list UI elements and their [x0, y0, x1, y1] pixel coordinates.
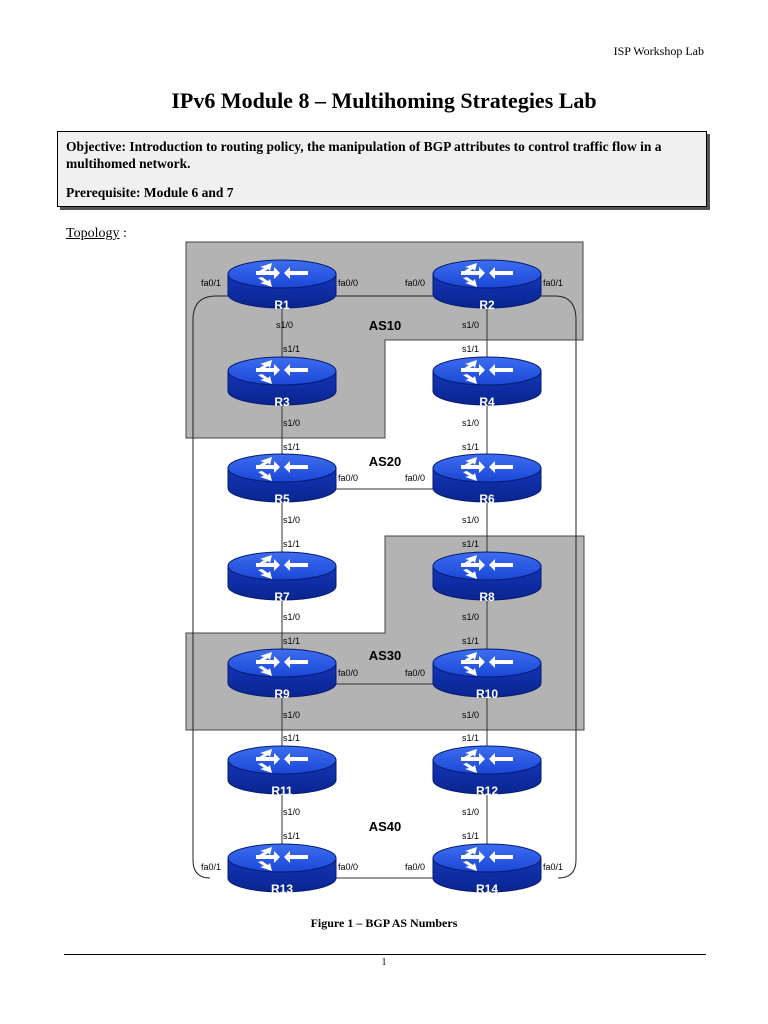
r10-fa0-0-label: fa0/0 [405, 668, 425, 678]
r5-s1-1-label: s1/1 [283, 442, 300, 452]
router-r14-label: R14 [476, 882, 498, 896]
r14-s1-1-label: s1/1 [462, 831, 479, 841]
r1-fa0-0-label: fa0/0 [338, 278, 358, 288]
router-r1-label: R1 [274, 298, 290, 312]
r6-s1-0-label: s1/0 [462, 515, 479, 525]
r13-fa0-0-label: fa0/0 [338, 862, 358, 872]
as40-label: AS40 [369, 819, 402, 834]
r8-s1-0-label: s1/0 [462, 612, 479, 622]
router-r8-label: R8 [479, 590, 495, 604]
footer-divider [64, 954, 706, 955]
page-number: 1 [381, 957, 387, 968]
router-r12-label: R12 [476, 784, 498, 798]
r5-s1-0-label: s1/0 [283, 515, 300, 525]
r6-fa0-0-label: fa0/0 [405, 473, 425, 483]
r7-s1-1-label: s1/1 [283, 539, 300, 549]
topology-label: Topology : [66, 226, 127, 242]
topology-label-suffix: : [119, 226, 127, 241]
r5-fa0-0-label: fa0/0 [338, 473, 358, 483]
r2-s1-0-label: s1/0 [462, 320, 479, 330]
r11-s1-0-label: s1/0 [283, 807, 300, 817]
as10-boundary [192, 295, 577, 340]
r1-fa0-1-label: fa0/1 [201, 278, 221, 288]
as30-label: AS30 [369, 648, 402, 663]
r6-s1-1-label: s1/1 [462, 442, 479, 452]
r3-s1-1-label: s1/1 [283, 344, 300, 354]
as20-label: AS20 [369, 454, 402, 469]
r10-s1-0-label: s1/0 [462, 710, 479, 720]
router-r4-label: R4 [479, 395, 495, 409]
r9-s1-0-label: s1/0 [283, 710, 300, 720]
r2-fa0-0-label: fa0/0 [405, 278, 425, 288]
r10-s1-1-label: s1/1 [462, 636, 479, 646]
topology-label-text: Topology [66, 226, 120, 241]
r1-s1-0-label: s1/0 [276, 320, 293, 330]
r2-fa0-1-label: fa0/1 [543, 278, 563, 288]
r8-s1-1-label: s1/1 [462, 539, 479, 549]
r4-s1-1-label: s1/1 [462, 344, 479, 354]
r9-s1-1-label: s1/1 [283, 636, 300, 646]
as10-label: AS10 [369, 318, 402, 333]
router-r13-label: R13 [271, 882, 293, 896]
objective-box: Objective: Introduction to routing polic… [57, 131, 707, 207]
r9-fa0-0-label: fa0/0 [338, 668, 358, 678]
router-r6-label: R6 [479, 492, 495, 506]
figure-caption: Figure 1 – BGP AS Numbers [310, 916, 458, 930]
prerequisite-text: Prerequisite: Module 6 and 7 [66, 185, 234, 200]
r13-s1-1-label: s1/1 [283, 831, 300, 841]
r13-fa0-1-label: fa0/1 [201, 862, 221, 872]
r11-s1-1-label: s1/1 [283, 733, 300, 743]
r12-s1-0-label: s1/0 [462, 807, 479, 817]
outer-boundary [192, 340, 577, 879]
router-r9-label: R9 [274, 687, 290, 701]
router-r7-label: R7 [274, 590, 290, 604]
objective-text: Objective: Introduction to routing polic… [66, 139, 662, 171]
router-r3-label: R3 [274, 395, 290, 409]
router-r10-label: R10 [476, 687, 498, 701]
router-r5-label: R5 [274, 492, 290, 506]
r12-s1-1-label: s1/1 [462, 733, 479, 743]
page-title: IPv6 Module 8 – Multihoming Strategies L… [171, 88, 597, 113]
header-lab-name: ISP Workshop Lab [613, 44, 704, 58]
r3-s1-0-label: s1/0 [283, 418, 300, 428]
router-r2-label: R2 [479, 298, 495, 312]
r7-s1-0-label: s1/0 [283, 612, 300, 622]
r14-fa0-0-label: fa0/0 [405, 862, 425, 872]
r4-s1-0-label: s1/0 [462, 418, 479, 428]
r14-fa0-1-label: fa0/1 [543, 862, 563, 872]
router-r11-label: R11 [271, 784, 293, 798]
